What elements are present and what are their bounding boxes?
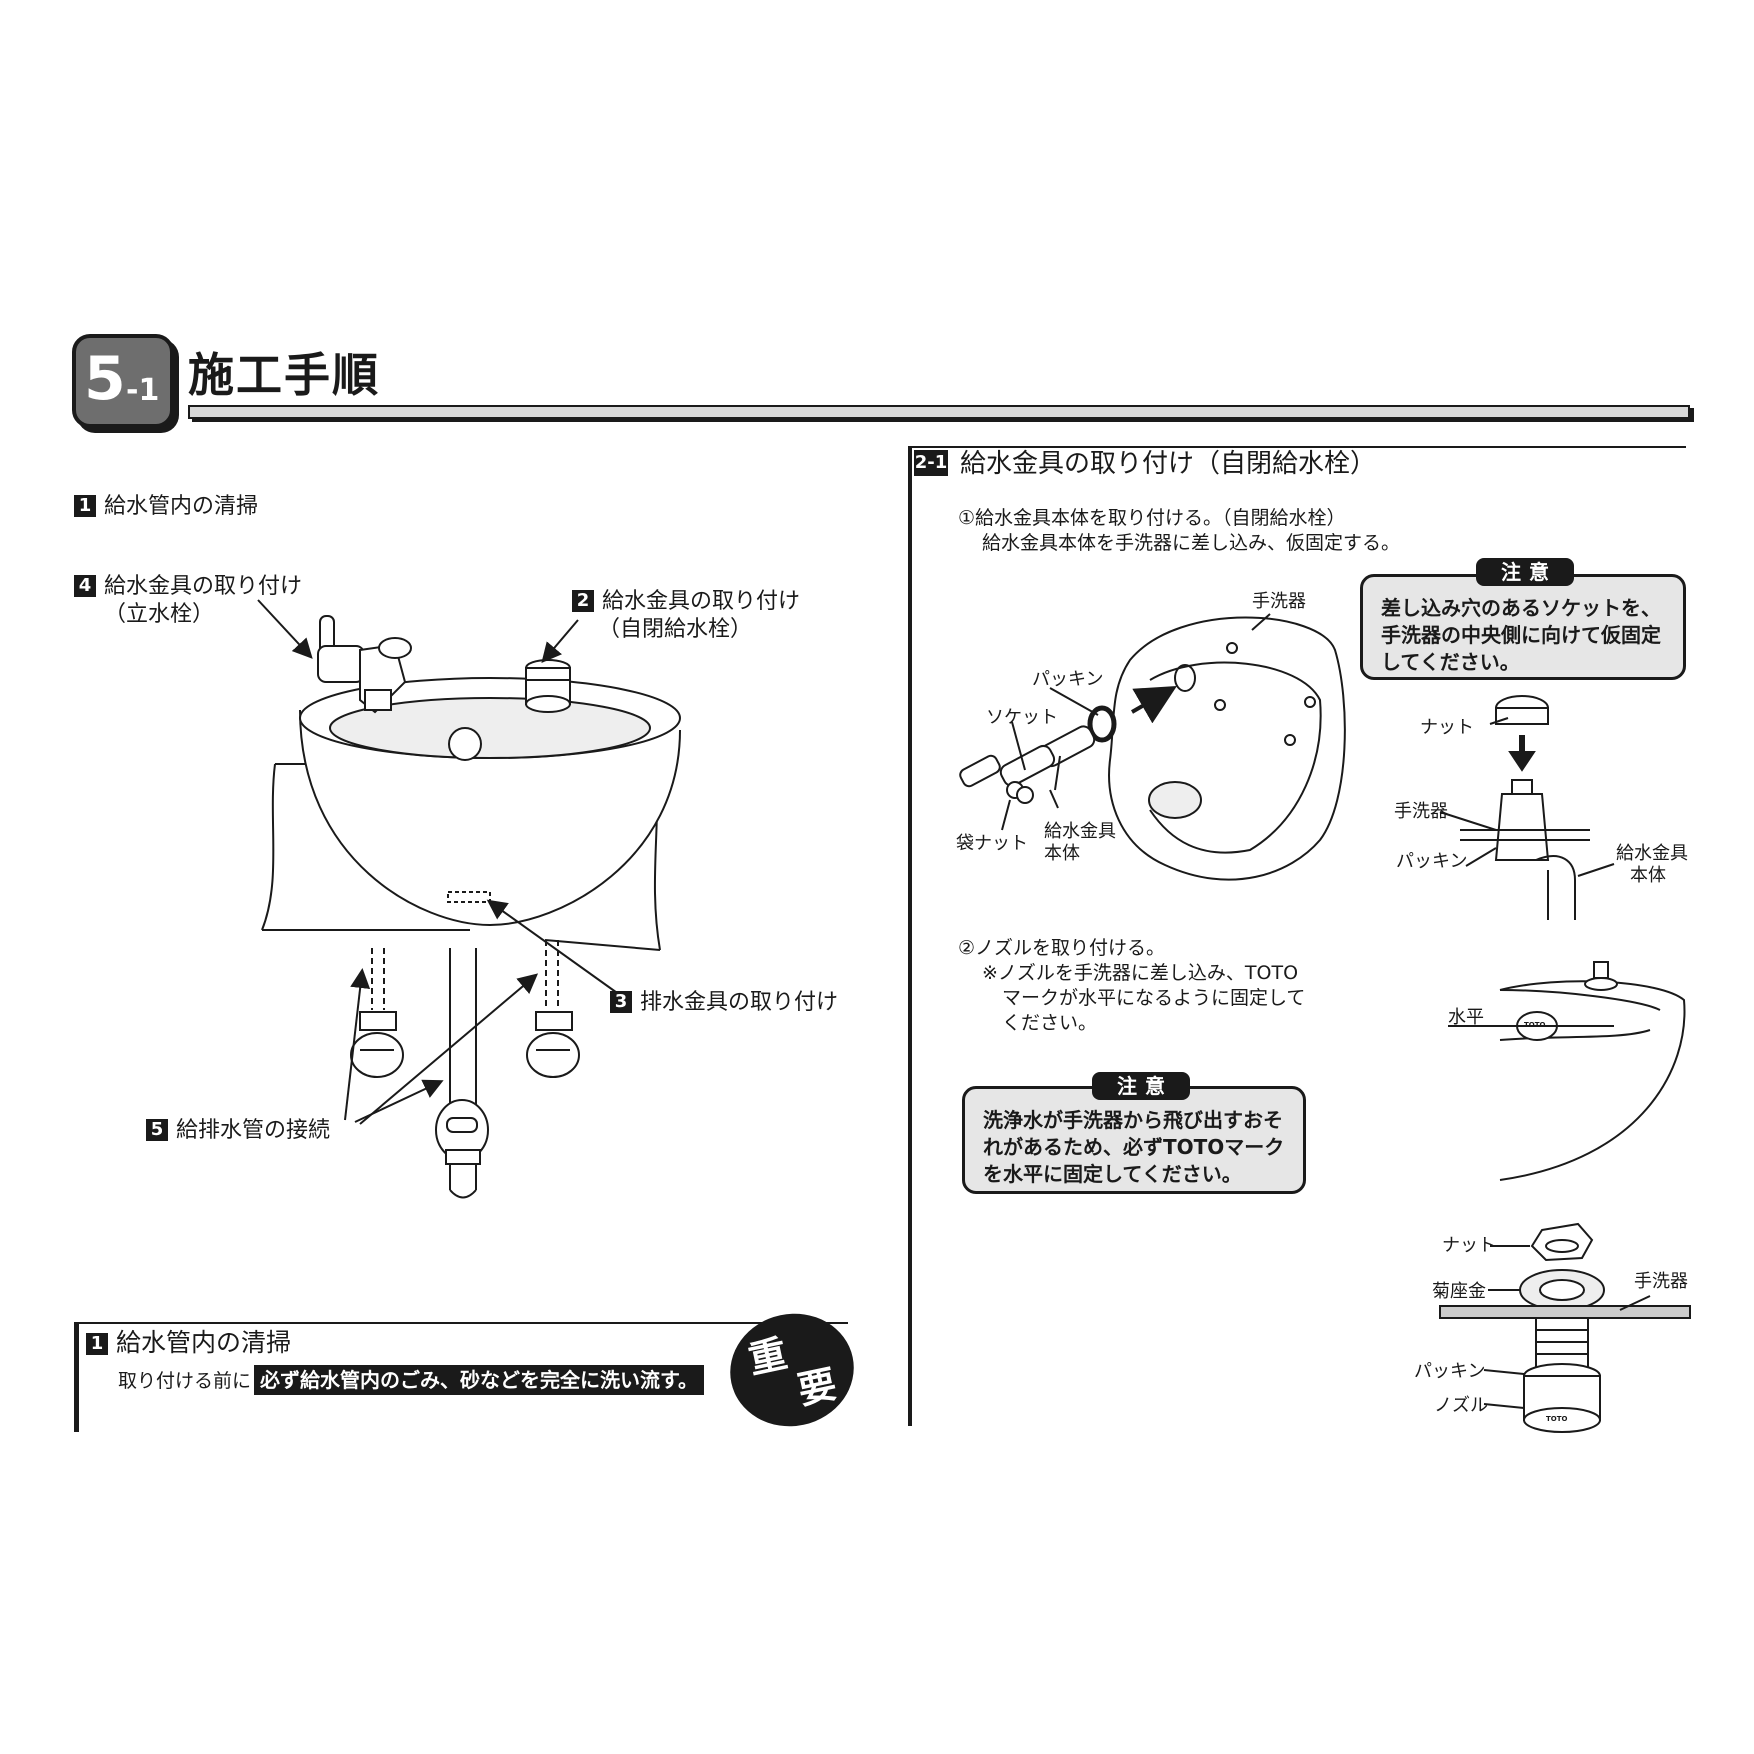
step-number-box: 4 [74,575,96,597]
label-kyusui-2: 本体 [1044,843,1080,864]
level-figure [1448,961,1686,1181]
label-fukuro-nut: 袋ナット [956,833,1028,854]
callout-4-line2: （立水栓） [104,602,215,627]
caution-1-line: 差し込み穴のあるソケットを、 [1381,596,1661,620]
notice-rule [74,1322,848,1324]
basin-back-view [1108,616,1346,881]
callout-2-line2: （自閉給水栓） [598,617,753,642]
right-section-title: 給水金具の取り付け（自閉給水栓） [960,449,1377,479]
right-section-badge: 2-1 [914,450,948,476]
section-number-badge: 5 -1 [72,334,174,428]
section-number: 5 [84,344,126,414]
caution-tag-1: 注意 [1476,558,1574,586]
label-kyusui-2: 本体 [1630,865,1666,886]
leader-3 [486,899,621,996]
step-2-line4: ください。 [1002,1012,1098,1034]
label-kyusui-1: 給水金具 [1616,843,1688,864]
caution-2-line: れがあるため、必ずTOTOマーク [983,1135,1285,1159]
caution-1-line: 手洗器の中央側に向けて仮固定 [1381,623,1661,647]
assembly-exploded-figure [959,613,1346,881]
notice-pretext: 取り付ける前に [118,1370,252,1392]
callout-3-line1: 排水金具の取り付け [640,990,839,1015]
caution-2-line: 洗浄水が手洗器から飛び出すおそ [983,1108,1283,1132]
step-2-line3: マークが水平になるように固定して [1002,987,1306,1009]
caution-1-line: してください。 [1381,650,1520,674]
section-sub-number: -1 [126,373,160,408]
label-nut: ナット [1442,1235,1496,1256]
caution-2-line: を水平に固定してください。 [983,1162,1242,1186]
label-packing: パッキン [1414,1361,1486,1382]
callout-4-line1: 給水金具の取り付け [104,574,303,599]
label-suihei: 水平 [1448,1007,1484,1028]
bowl-body [299,709,681,927]
leader-4 [257,599,313,659]
nut-hex [1530,1222,1594,1262]
leader-2 [541,619,579,664]
step-number-box: 1 [86,1333,108,1355]
notice-title: 1 給水管内の清掃 [86,1326,291,1360]
step-2-line1: ②ノズルを取り付ける。 [958,937,1166,959]
callout-5-line1: 給排水管の接続 [176,1118,331,1143]
important-char-1: 重 [744,1331,791,1383]
step1-heading-text: 給水管内の清掃 [104,494,259,519]
self-closing-tap [525,659,571,713]
nozzle-exploded-figure [1439,1222,1691,1433]
toto-mark: TOTO [1546,1415,1568,1423]
nut-section-figure [1439,695,1615,920]
counter-bottom [262,929,661,951]
notice-vertical-rule [74,1322,79,1432]
callout-2: 2 給水金具の取り付け [572,587,800,617]
step-2-line2: ※ノズルを手洗器に差し込み、TOTO [982,962,1299,984]
drain-hole [448,727,482,761]
drain-pipe [435,948,489,1199]
label-nozzle: ノズル [1434,1395,1488,1416]
step-1-line1: ①給水金具本体を取り付ける。（自閉給水栓） [958,507,1346,529]
valve-right [526,1011,580,1078]
caution-box-1: 差し込み穴のあるソケットを、 手洗器の中央側に向けて仮固定 してください。 [1360,574,1686,680]
page-title: 施工手順 [188,348,380,402]
step-number-box: 5 [146,1119,168,1141]
label-socket: ソケット [986,707,1058,728]
notice-highlight: 必ず給水管内のごみ、砂などを完全に洗い流す。 [254,1365,704,1395]
packing-ring [1087,705,1117,743]
notice-title-text: 給水管内の清掃 [116,1328,292,1357]
overflow-slot [447,891,491,903]
label-tearai: 手洗器 [1634,1271,1688,1292]
title-rule [188,405,1690,419]
leader-5b [354,1079,444,1123]
callout-5: 5 給排水管の接続 [146,1116,330,1146]
leader-5c [359,973,539,1125]
label-tearai: 手洗器 [1252,591,1306,612]
step-number-box: 1 [74,495,96,517]
step-number-box: 2 [572,590,594,612]
right-section-rule [910,446,1686,448]
step1-heading: 1 給水管内の清掃 [74,492,258,522]
basin-overview-figure [257,599,681,1199]
callout-3: 3 排水金具の取り付け [610,988,838,1018]
column-divider [908,446,912,1426]
step-number-box: 3 [610,991,632,1013]
bowl-inner [329,697,651,759]
label-tearai: 手洗器 [1394,801,1448,822]
callout-4: 4 給水金具の取り付け [74,572,302,602]
label-nut: ナット [1420,717,1474,738]
label-packing: パッキン [1032,669,1104,690]
valve-left [350,1011,404,1078]
label-packing: パッキン [1396,851,1468,872]
nozzle-body [1523,1407,1601,1433]
counter-left-edge [261,763,276,931]
toto-mark: TOTO [1524,1021,1546,1029]
important-char-2: 要 [793,1361,841,1413]
label-kyusui-1: 給水金具 [1044,821,1116,842]
caution-box-2: 洗浄水が手洗器から飛び出すおそ れがあるため、必ずTOTOマーク を水平に固定し… [962,1086,1306,1194]
standing-faucet [317,615,412,714]
step-1-line2: 給水金具本体を手洗器に差し込み、仮固定する。 [982,532,1401,554]
socket-body [959,725,1096,804]
caution-tag-2: 注意 [1092,1072,1190,1100]
callout-2-line1: 給水金具の取り付け [602,589,801,614]
label-kikuzagane: 菊座金 [1432,1281,1486,1302]
leader-5a [344,968,371,1121]
